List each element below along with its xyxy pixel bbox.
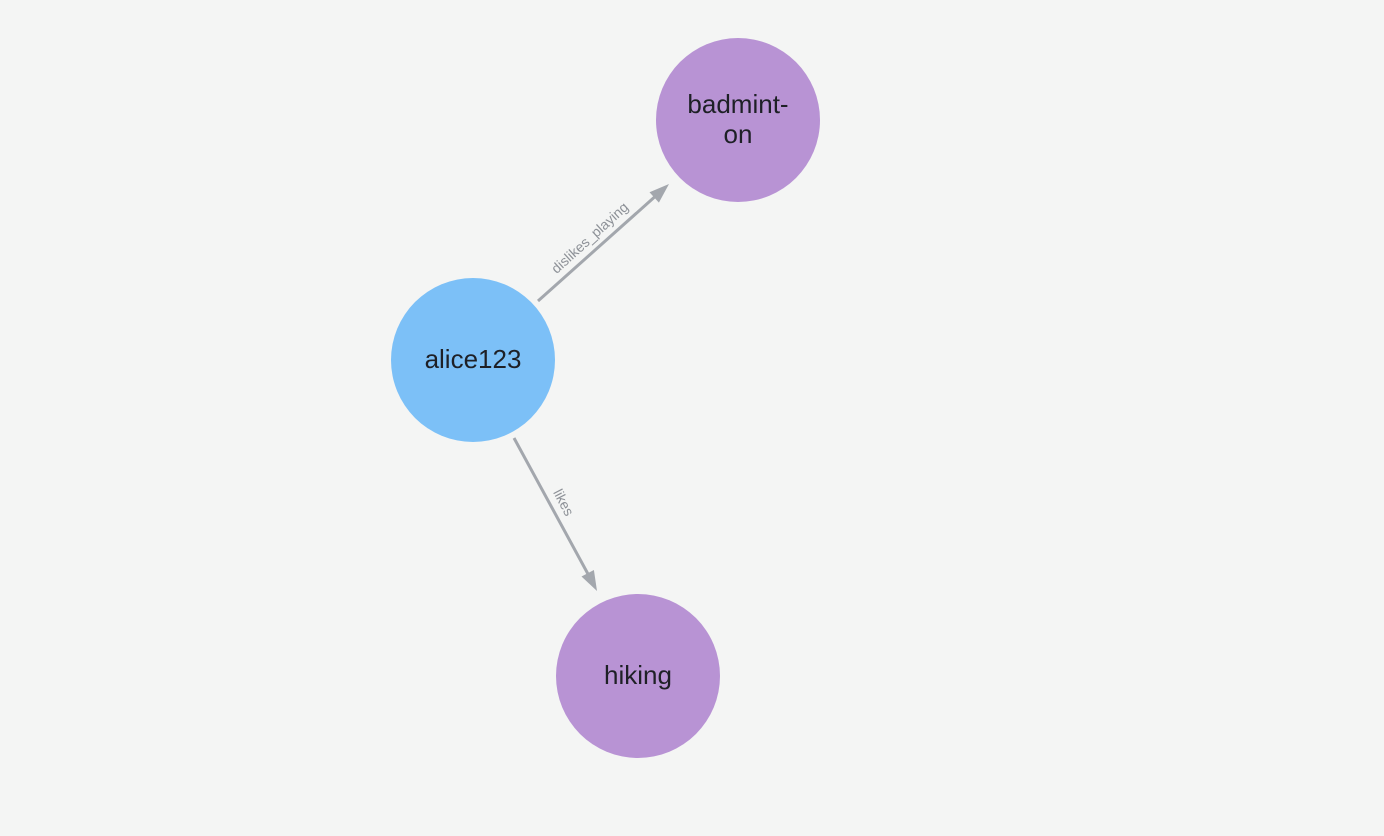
edge-likes: likes (512, 437, 597, 591)
edge-arrowhead-icon (649, 184, 669, 203)
edge-label-dislikes-playing: dislikes_playing (548, 199, 631, 277)
node-hiking[interactable]: hiking (556, 594, 720, 758)
node-alice123[interactable]: alice123 (391, 278, 555, 442)
edge-arrowhead-icon (581, 570, 597, 591)
node-label-badminton: badmint- on (687, 89, 789, 149)
node-label-alice123: alice123 (424, 344, 522, 375)
edge-line-likes[interactable] (512, 437, 592, 580)
node-label-hiking: hiking (604, 660, 672, 691)
edge-line-dislikes-playing[interactable] (537, 192, 660, 303)
edge-dislikes-playing: dislikes_playing (537, 184, 669, 303)
node-badminton[interactable]: badmint- on (656, 38, 820, 202)
